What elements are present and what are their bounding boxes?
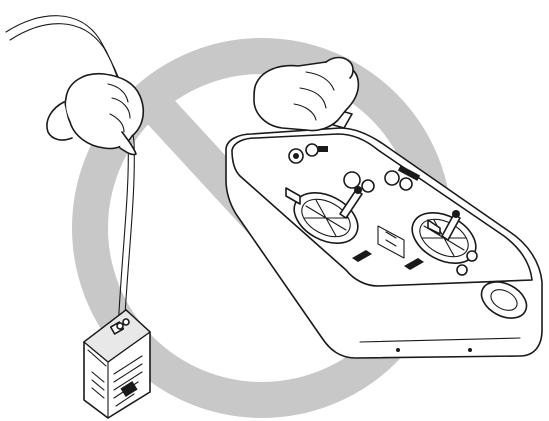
hand-icon (47, 74, 143, 155)
battery-icon (84, 310, 150, 418)
remote-controller-icon (226, 128, 542, 358)
